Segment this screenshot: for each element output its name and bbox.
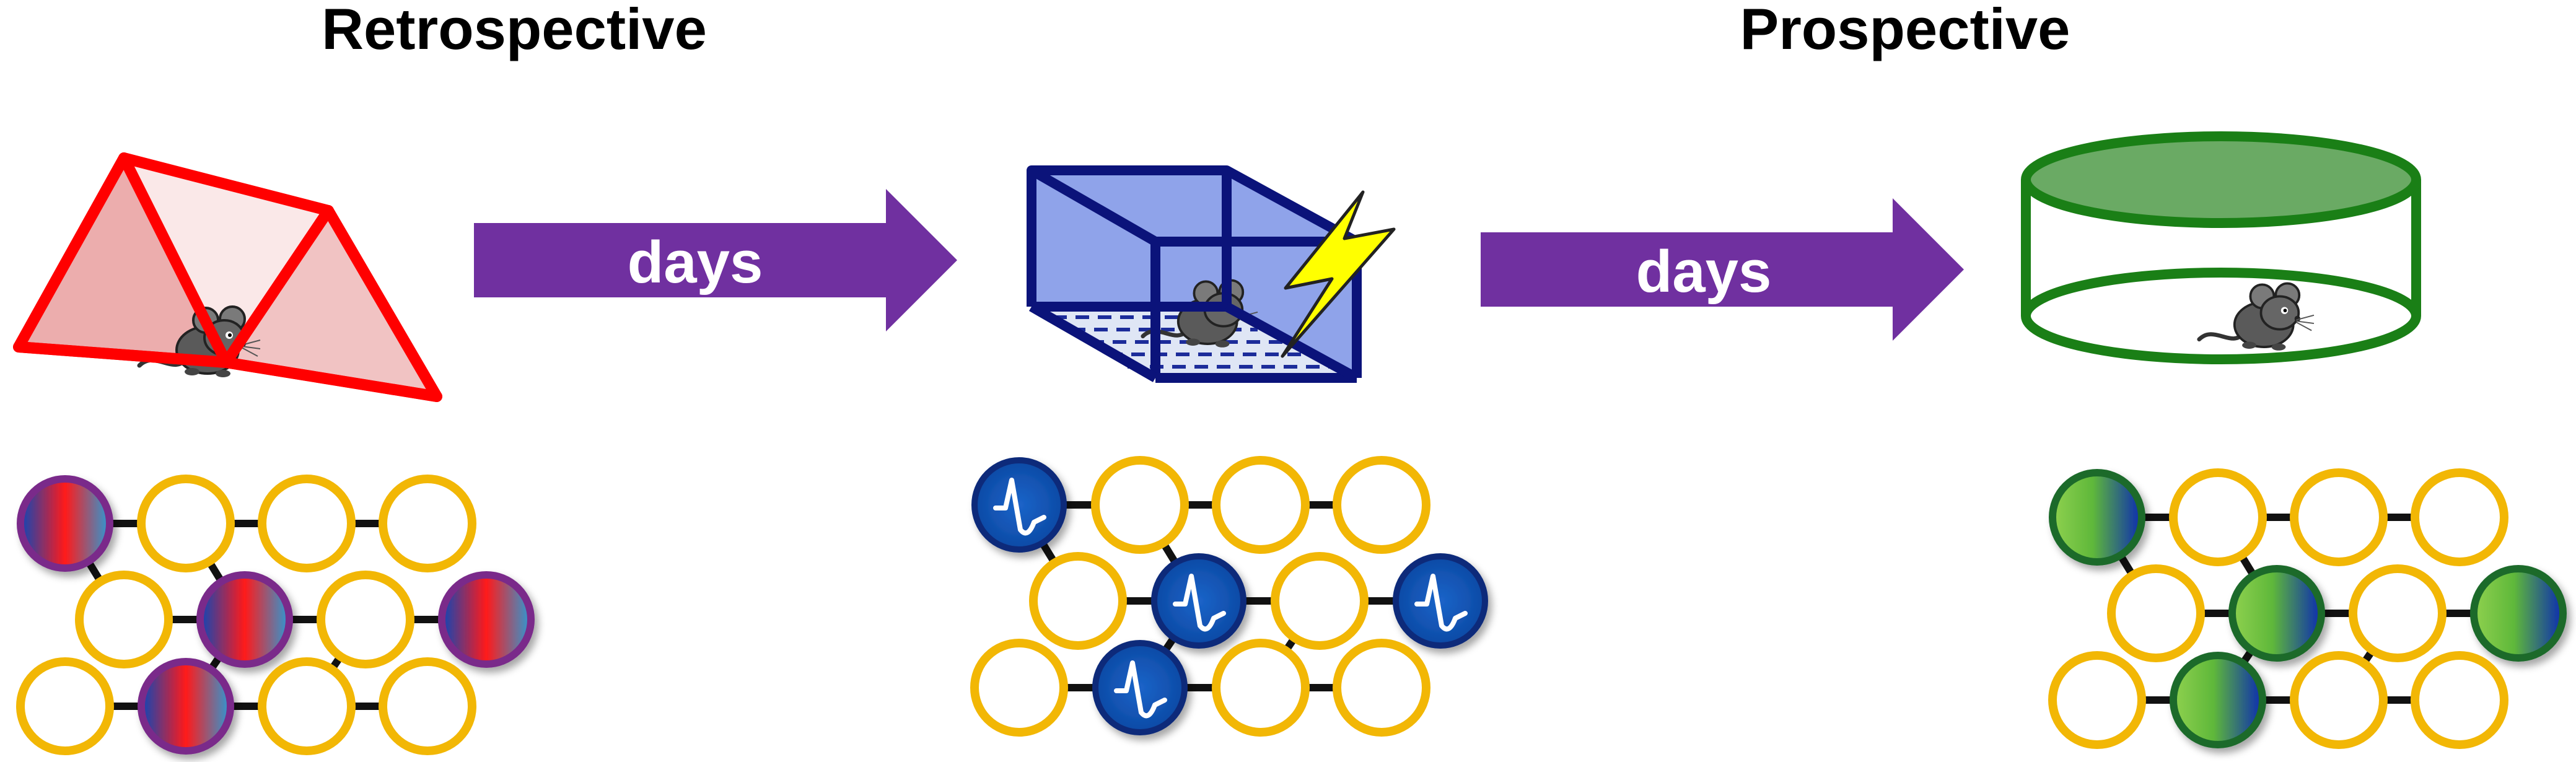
inactive-neuron: [2290, 651, 2388, 749]
inactive-neuron: [2349, 564, 2447, 662]
action-potential-icon: [993, 478, 1046, 536]
inactive-neuron: [1271, 552, 1369, 650]
active-neuron-prospective: [2049, 469, 2145, 566]
arrow-days-2: days: [1481, 198, 1964, 341]
neuron-networks: [16, 456, 2567, 755]
active-neuron-prospective: [2470, 565, 2567, 662]
inactive-neuron: [2169, 468, 2267, 566]
retrospective-network: [16, 475, 535, 755]
inactive-neuron: [970, 639, 1068, 737]
inactive-neuron: [75, 571, 173, 668]
action-potential-icon: [1173, 574, 1226, 632]
active-neuron-retrospective: [138, 658, 234, 755]
active-neuron-retrospective: [17, 475, 113, 572]
arrow-label-1: days: [628, 229, 763, 296]
open-field-cylinder-icon: [2021, 131, 2421, 364]
inactive-neuron: [258, 657, 356, 755]
active-neuron-spiking: [1151, 553, 1246, 649]
inactive-neuron: [379, 657, 476, 755]
inactive-neuron: [2290, 468, 2388, 566]
inactive-neuron: [16, 657, 114, 755]
inactive-neuron: [1333, 456, 1430, 554]
action-potential-icon: [1114, 660, 1167, 719]
prospective-heading: Prospective: [1740, 0, 2070, 61]
lightning-bolt-icon: [1281, 190, 1396, 358]
active-neuron-spiking: [1393, 553, 1488, 649]
inactive-neuron: [1333, 639, 1430, 737]
inactive-neuron: [1212, 456, 1310, 554]
inactive-neuron: [137, 475, 235, 572]
arrow-label-2: days: [1636, 239, 1772, 305]
inactive-neuron: [2411, 468, 2508, 566]
action-potential-icon: [1414, 574, 1468, 632]
inactive-neuron: [1091, 456, 1189, 554]
inactive-neuron: [1212, 639, 1310, 737]
active-neuron-retrospective: [438, 571, 535, 668]
active-neuron-spiking: [971, 457, 1067, 553]
active-neuron-retrospective: [196, 571, 293, 668]
arrow-days-1: days: [474, 189, 957, 331]
inactive-neuron: [1029, 552, 1127, 650]
active-neuron-prospective: [2170, 652, 2266, 748]
inactive-neuron: [317, 571, 414, 668]
inactive-neuron: [2048, 651, 2146, 749]
prospective-network: [2048, 468, 2567, 749]
shock-network: [970, 456, 1488, 737]
inactive-neuron: [258, 475, 356, 572]
inactive-neuron: [2411, 651, 2508, 749]
inactive-neuron: [379, 475, 476, 572]
triangular-chamber-icon: [13, 152, 442, 402]
inactive-neuron: [2107, 564, 2205, 662]
active-neuron-spiking: [1092, 640, 1188, 735]
active-neuron-prospective: [2228, 565, 2325, 662]
retrospective-heading: Retrospective: [322, 0, 707, 61]
shock-box-icon: [1027, 165, 1396, 383]
